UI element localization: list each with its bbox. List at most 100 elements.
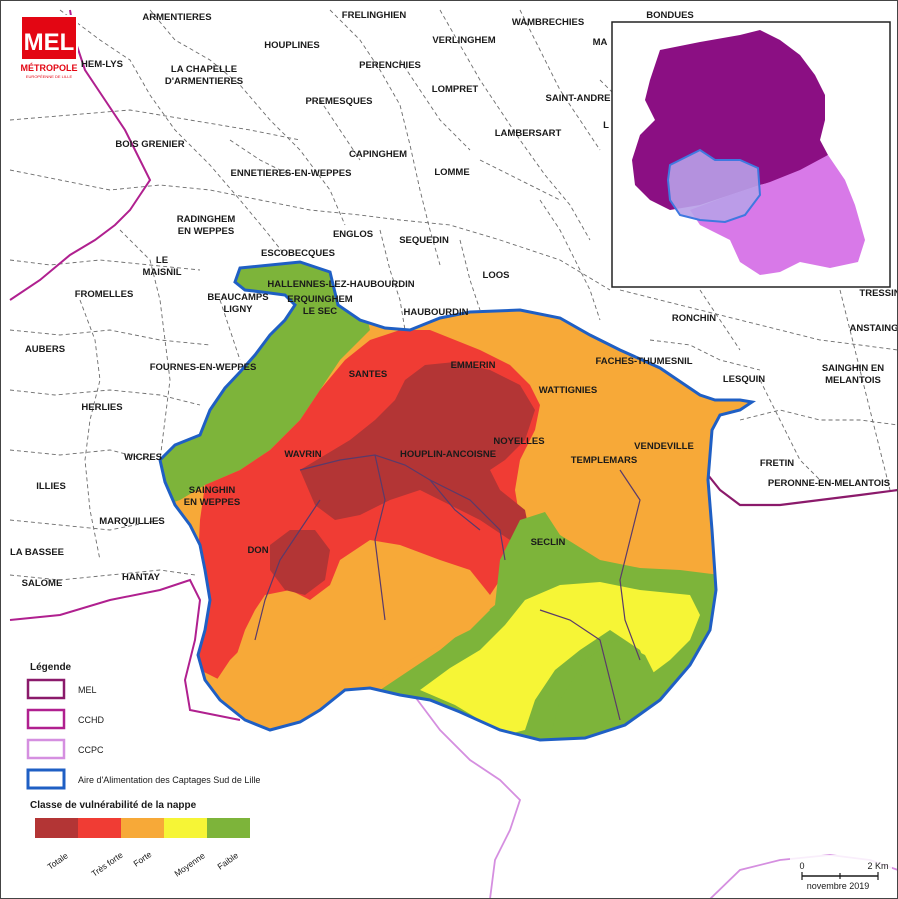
aac-outline	[158, 260, 756, 742]
commune-label: SAINGHIN EN	[822, 363, 884, 374]
legend-label-cchd: CCHD	[78, 715, 104, 725]
inset-aac-area	[666, 148, 762, 224]
zone-totale-don	[270, 530, 330, 595]
legend-swatch-cchd	[26, 708, 66, 730]
commune-label: EMMERIN	[451, 360, 496, 371]
commune-label: EN WEPPES	[178, 226, 235, 237]
mel-boundary	[699, 464, 898, 507]
inset-ccpc-area	[690, 155, 865, 275]
zone-totale-center	[300, 362, 535, 540]
commune-label: LE	[156, 255, 168, 266]
commune-label: MELANTOIS	[825, 375, 881, 386]
commune-label: ILLIES	[36, 481, 66, 492]
commune-label: BOIS GRENIER	[115, 139, 184, 150]
commune-label: WAMBRECHIES	[512, 17, 584, 28]
class-swatch-moyenne	[164, 818, 207, 838]
commune-label: ESCOBECQUES	[261, 248, 335, 259]
legend-label-aac: Aire d'Alimentation des Captages Sud de …	[78, 775, 260, 785]
commune-label: CAPINGHEM	[349, 149, 407, 160]
commune-label: WATTIGNIES	[539, 385, 597, 396]
commune-labels: ARMENTIERES FRELINGHIEN WAMBRECHIES BOND…	[10, 10, 898, 589]
commune-label: MA	[593, 37, 608, 48]
commune-label: HOUPLINES	[264, 40, 319, 51]
commune-label: RONCHIN	[672, 313, 716, 324]
commune-label: MARQUILLIES	[99, 516, 164, 527]
legend-swatch-mel	[26, 678, 66, 700]
scale-start: 0	[799, 861, 804, 871]
commune-label: WICRES	[124, 452, 162, 463]
mel-logo: MEL MÉTROPOLE EUROPÉENNE DE LILLE	[20, 15, 78, 80]
commune-label: TEMPLEMARS	[571, 455, 638, 466]
commune-label: SALOME	[22, 578, 63, 589]
commune-label: LAMBERSART	[495, 128, 562, 139]
commune-label: HAUBOURDIN	[404, 307, 469, 318]
legend-swatch-ccpc	[26, 738, 66, 760]
commune-label: HOUPLIN-ANCOISNE	[400, 449, 496, 460]
legend-swatch-aac	[26, 768, 66, 790]
class-swatch-faible	[207, 818, 250, 838]
cchd-boundary-south	[9, 578, 241, 721]
commune-label: VERLINGHEM	[432, 35, 495, 46]
commune-label: LA BASSEE	[10, 547, 64, 558]
commune-label: D'ARMENTIERES	[165, 76, 243, 87]
commune-label: RADINGHEM	[177, 214, 236, 225]
commune-label: SEQUEDIN	[399, 235, 449, 246]
commune-label: ANSTAING	[850, 323, 898, 334]
logo-subtitle: EUROPÉENNE DE LILLE	[26, 74, 73, 79]
commune-label: EN WEPPES	[184, 497, 241, 508]
vulnerability-class-title: Classe de vulnérabilité de la nappe	[30, 800, 197, 811]
commune-label: HERLIES	[81, 402, 122, 413]
commune-label: FOURNES-EN-WEPPES	[150, 362, 257, 373]
commune-label: ENGLOS	[333, 229, 373, 240]
cchd-boundary	[9, 9, 152, 301]
commune-label: MAISNIL	[142, 267, 181, 278]
commune-label: SECLIN	[531, 537, 566, 548]
commune-label: HALLENNES-LEZ-HAUBOURDIN	[267, 279, 414, 290]
zone-forte-sw	[210, 555, 490, 725]
class-swatch-totale	[35, 818, 78, 838]
commune-label: BONDUES	[646, 10, 694, 21]
commune-boundaries	[9, 9, 898, 581]
commune-label: HEM-LYS	[81, 59, 123, 70]
commune-label: TRESSIN	[859, 288, 898, 299]
scale-end: 2 Km	[867, 861, 888, 871]
commune-label: ARMENTIERES	[142, 12, 211, 23]
commune-label: NOYELLES	[493, 436, 544, 447]
commune-label: PERENCHIES	[359, 60, 421, 71]
commune-label: FROMELLES	[75, 289, 134, 300]
commune-label: BEAUCAMPS	[207, 292, 268, 303]
commune-label: LESQUIN	[723, 374, 765, 385]
commune-label: WAVRIN	[284, 449, 321, 460]
commune-label: PREMESQUES	[305, 96, 372, 107]
legend-label-mel: MEL	[78, 685, 97, 695]
commune-label: L	[603, 120, 609, 131]
commune-label: DON	[247, 545, 268, 556]
commune-label: ERQUINGHEM	[287, 294, 353, 305]
commune-label: SAINT-ANDRE	[546, 93, 611, 104]
commune-label: FACHES-THUMESNIL	[595, 356, 692, 367]
scale-date: novembre 2019	[807, 881, 870, 891]
commune-label: HANTAY	[122, 572, 161, 583]
commune-label: LOMME	[434, 167, 469, 178]
territory-boundaries	[9, 9, 898, 899]
commune-label: LE SEC	[303, 306, 337, 317]
zone-moyenne	[420, 582, 700, 735]
commune-label: LIGNY	[223, 304, 253, 315]
logo-name: MÉTROPOLE	[20, 63, 77, 73]
commune-label: LA CHAPELLE	[171, 64, 237, 75]
scale-bar: 0 2 Km novembre 2019	[790, 855, 892, 893]
commune-label: AUBERS	[25, 344, 65, 355]
commune-label: PERONNE-EN-MELANTOIS	[768, 478, 890, 489]
class-swatch-forte	[121, 818, 164, 838]
commune-label: SANTES	[349, 369, 388, 380]
commune-label: FRELINGHIEN	[342, 10, 407, 21]
commune-label: ENNETIERES-EN-WEPPES	[231, 168, 352, 179]
inset-map	[611, 21, 891, 288]
commune-label: SAINGHIN	[189, 485, 236, 496]
commune-label: LOOS	[483, 270, 510, 281]
legend-title: Légende	[30, 662, 72, 673]
logo-acronym: MEL	[24, 29, 75, 56]
inner-boundaries	[254, 454, 641, 721]
commune-label: FRETIN	[760, 458, 794, 469]
